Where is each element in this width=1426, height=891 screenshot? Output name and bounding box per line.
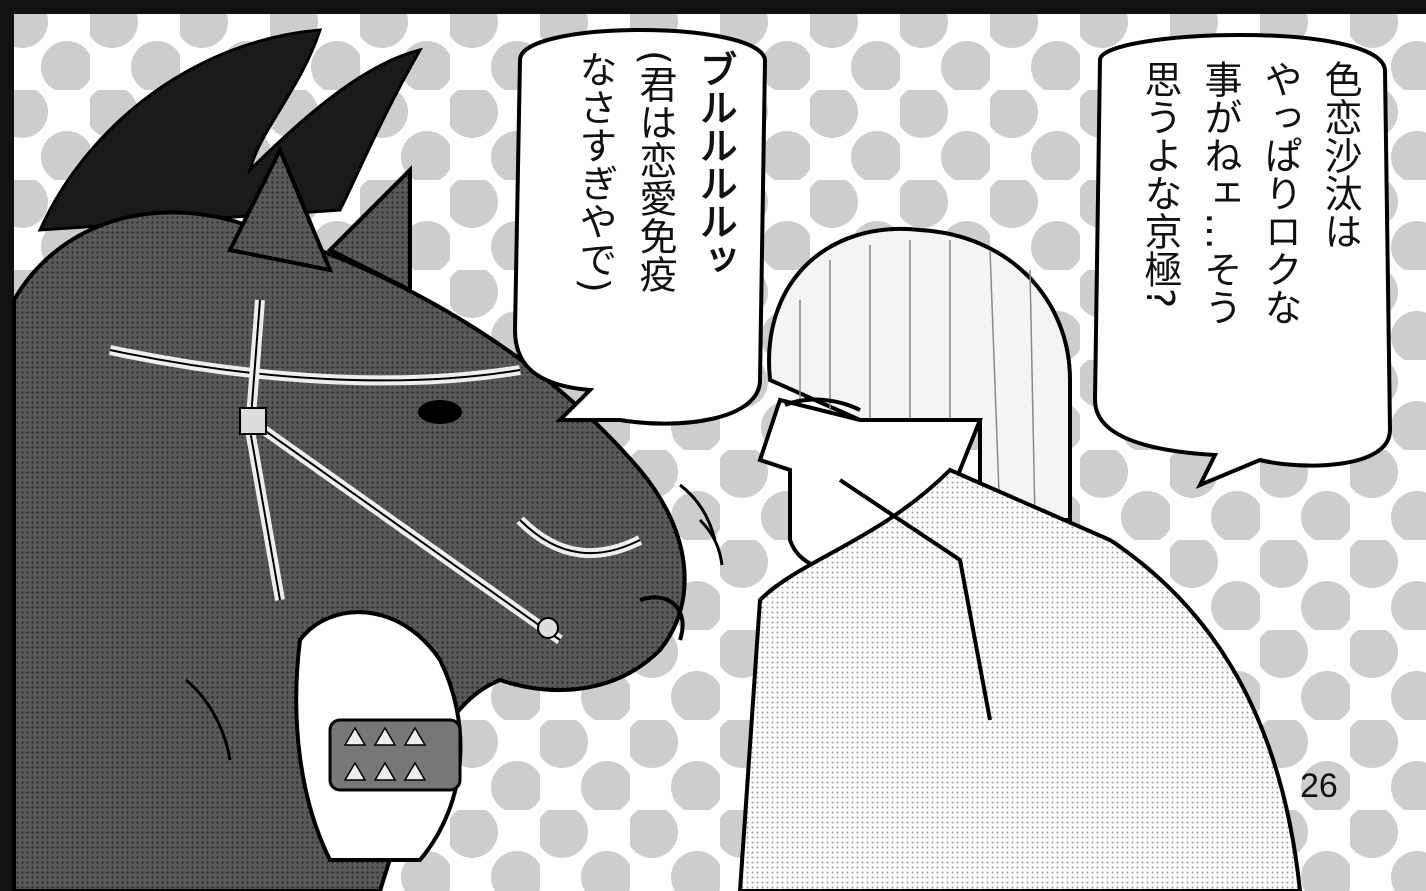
man-illustration	[294, 226, 1303, 891]
horse-eye	[418, 400, 462, 424]
bubble-right-line-1: 色恋沙汰は	[1318, 60, 1362, 250]
studded-bracelet	[328, 718, 462, 792]
bubble-left-line-3: なさすぎやで)	[573, 50, 617, 293]
bubble-right-line-2: やっぱりロクな	[1258, 60, 1302, 326]
speech-bubble-left: ブルルルルッ (君は恋愛免疫 なさすぎやで)	[512, 28, 768, 426]
horse-illustration	[12, 28, 687, 891]
motion-lines	[185, 483, 724, 761]
speech-bubble-right: 色恋沙汰は やっぱりロクな 事がねェ…そう 思うよな京極?	[1092, 33, 1393, 489]
bubble-right-line-3: 事がねェ…そう	[1198, 60, 1242, 326]
panel-border-left	[0, 0, 14, 891]
bubble-left-line-1: ブルルルルッ	[693, 50, 737, 278]
bubble-right-line-4: 思うよな京極?	[1138, 60, 1182, 308]
bubble-left-line-2: (君は恋愛免疫	[633, 50, 677, 293]
panel-border-top	[0, 0, 1426, 14]
page-number: 26	[1300, 767, 1338, 805]
